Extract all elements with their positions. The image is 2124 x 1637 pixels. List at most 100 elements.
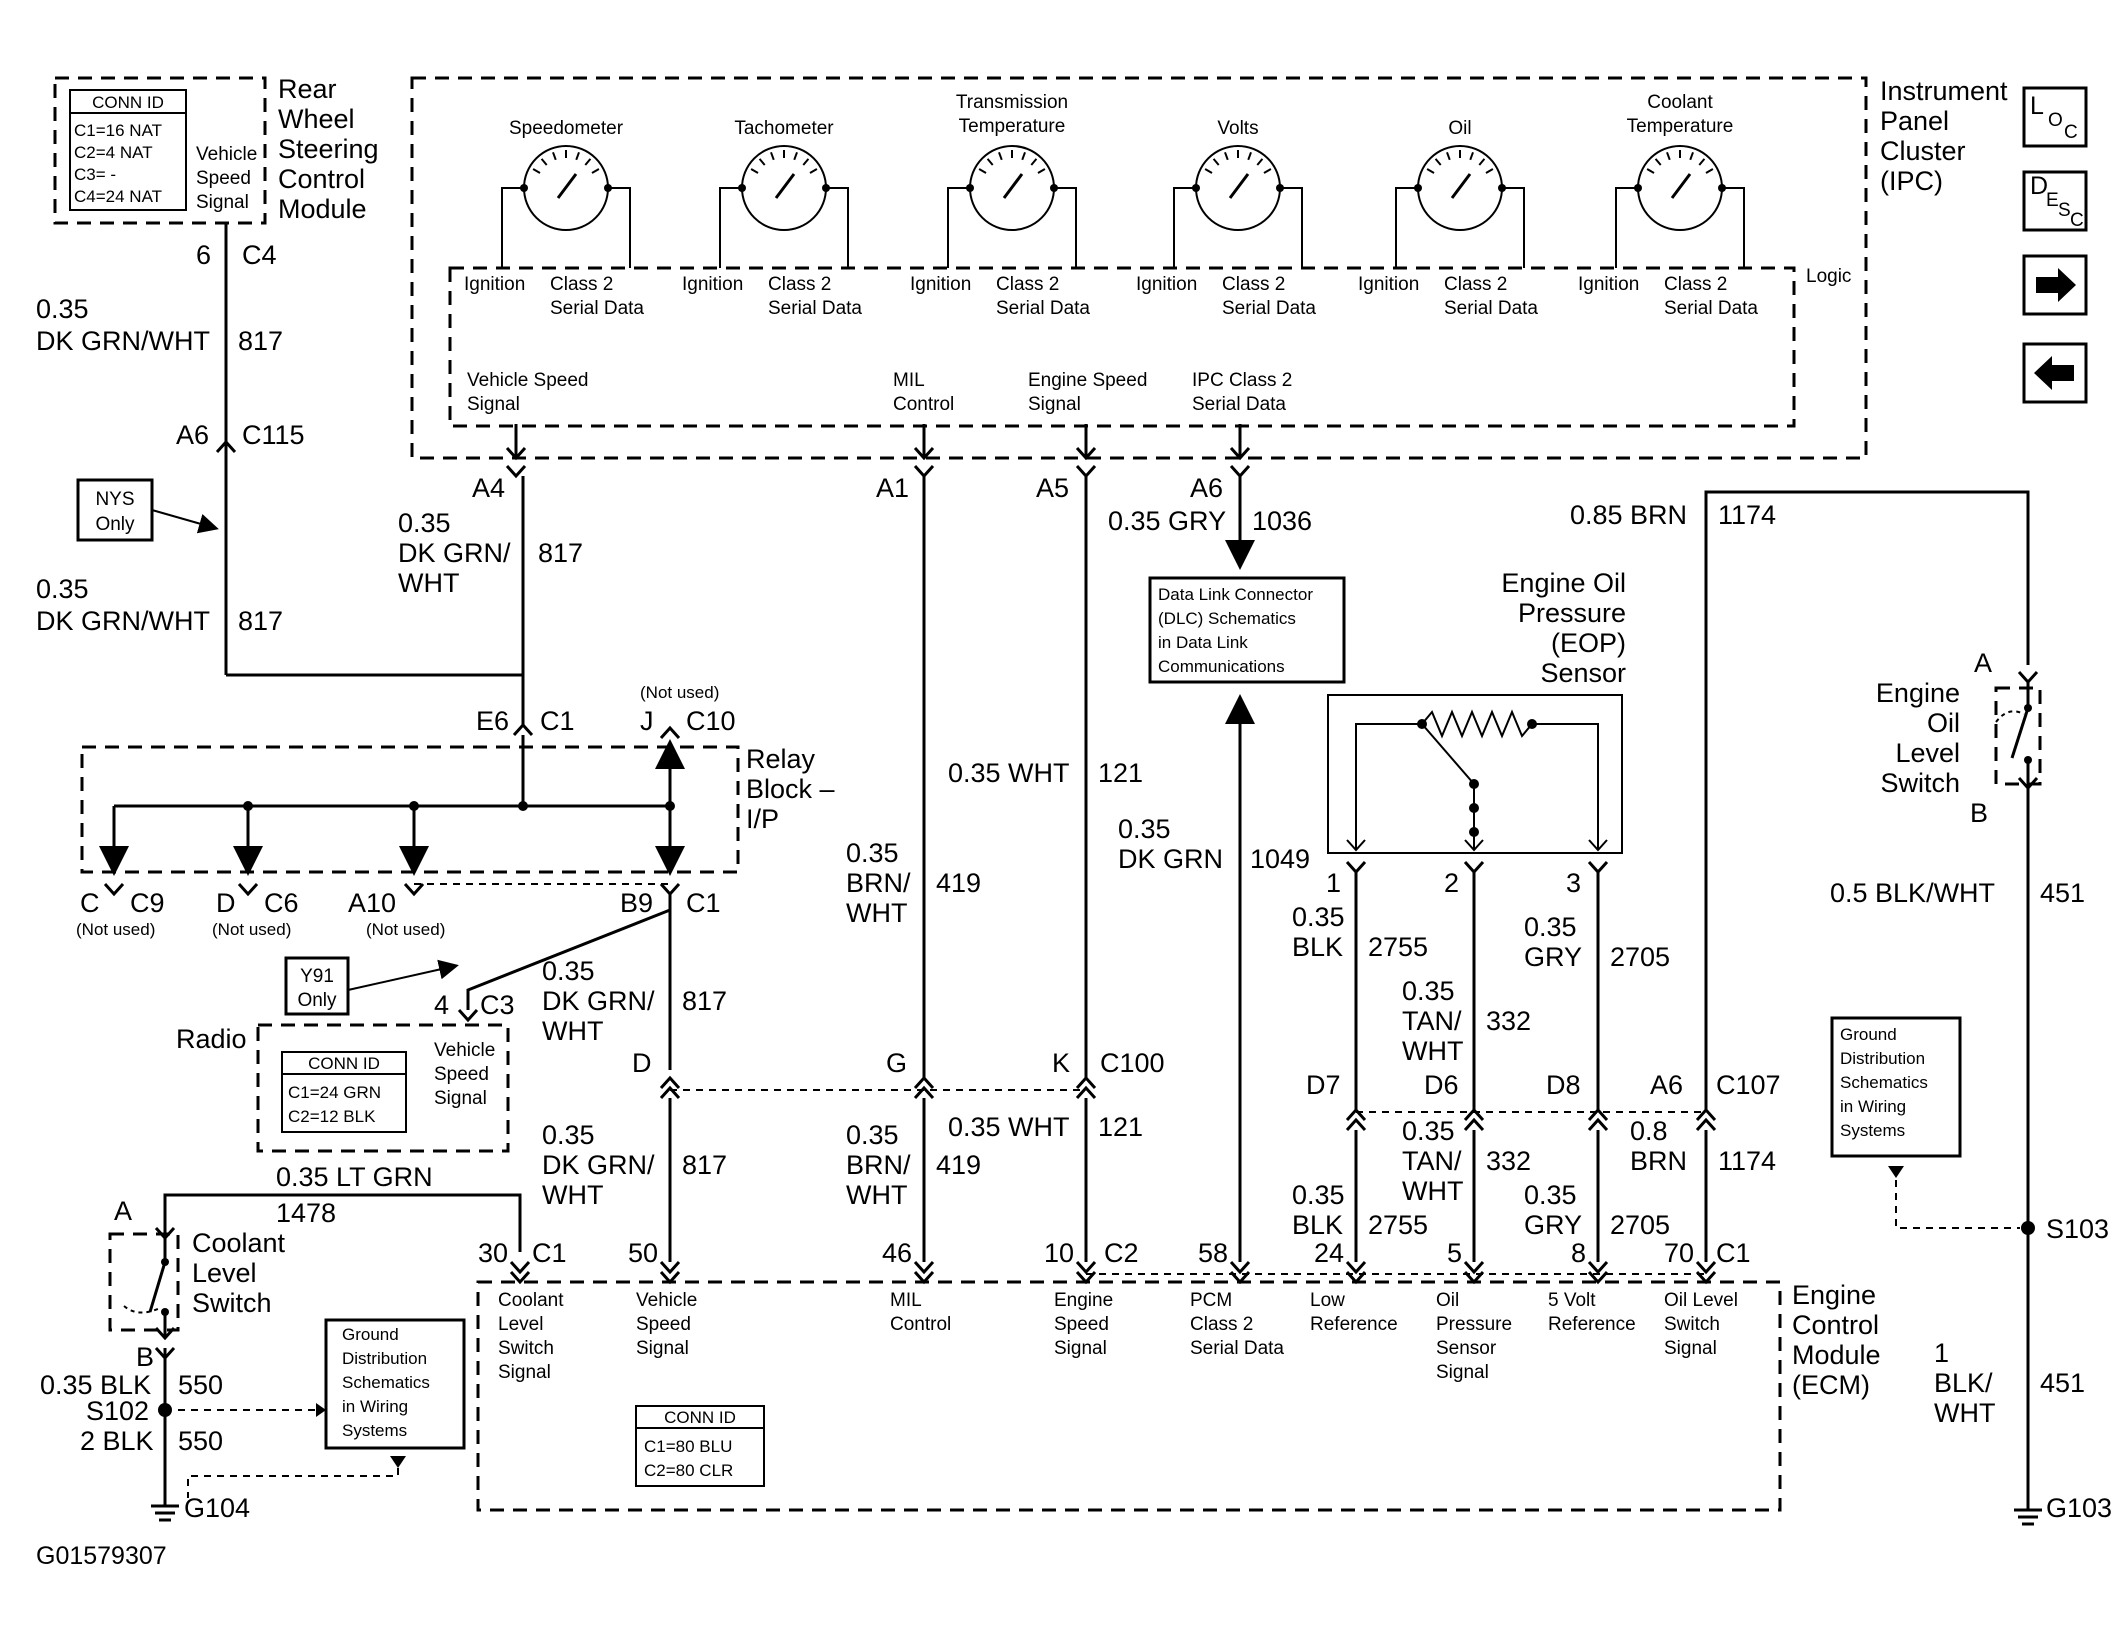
radio-connector: C3 (480, 990, 515, 1020)
prev-button[interactable] (2022, 342, 2088, 404)
eop-name: Pressure (1518, 598, 1626, 628)
gauge-title: Coolant (1647, 92, 1713, 113)
logic-label: Logic (1806, 266, 1851, 287)
ground-dist-note-right: Ground Distribution Schematics in Wiring… (1830, 1016, 2020, 1229)
coolant-name: Switch (192, 1288, 272, 1318)
gauge-tick (1434, 158, 1442, 166)
wire-circuit: 1174 (1718, 500, 1776, 530)
relay-block-name: I/P (746, 804, 779, 834)
ecm-pin-label: PCM (1190, 1290, 1232, 1311)
nys-text: Only (95, 514, 135, 535)
wire-gauge: 0.35 (542, 1120, 595, 1150)
ecm-pin-label: Coolant (498, 1290, 564, 1311)
radio-signal-label: Signal (434, 1088, 487, 1109)
ecm-pin-label: Vehicle (636, 1290, 697, 1311)
ground-dist-note-left: Ground Distribution Schematics in Wiring… (178, 1318, 466, 1498)
class2-label: Serial Data (550, 298, 644, 319)
ecm-pin-label: Reference (1548, 1314, 1636, 1335)
ecm-pin-label: Oil (1436, 1290, 1459, 1311)
eop-wires-top: 0.35 BLK 2755 0.35 TAN/ WHT 332 0.35 GRY… (1292, 872, 1670, 1110)
wire-817-ecm: 0.35 DK GRN/ WHT 817 (542, 1098, 727, 1262)
wire-gauge: 0.35 (36, 294, 89, 324)
gauge-tick (1204, 168, 1213, 174)
eol-name: Oil (1927, 708, 1960, 738)
ignition-label: Ignition (682, 274, 743, 295)
gd-text: Ground (342, 1325, 399, 1344)
gauge-lead (1395, 187, 1418, 268)
gauge-tick (793, 151, 798, 161)
rwsc-signal-label: Signal (196, 192, 249, 213)
wire-gauge: 0.8 (1630, 1116, 1668, 1146)
relay-block: Relay Block – I/P E6 C1 (Not used) J C10… (76, 683, 835, 939)
ecm-pin-label: Signal (498, 1362, 551, 1383)
ecm-pin-label: Control (890, 1314, 951, 1335)
splice-s102: S102 (86, 1396, 149, 1426)
wire-color: BRN/ (846, 1150, 911, 1180)
relay-pin-j: J (640, 706, 654, 736)
gauge-title: Temperature (1627, 116, 1734, 137)
ecm-pin-label: Engine (1054, 1290, 1113, 1311)
wire-gauge-color: 0.5 BLK/WHT (1830, 878, 1995, 908)
c107-connector: C107 (1716, 1070, 1781, 1100)
relay-conn-c1b: C1 (686, 888, 721, 918)
ecm-pin-label: Signal (1436, 1362, 1489, 1383)
rwsc-conn-line: C4=24 NAT (74, 187, 162, 206)
wire-circuit: 817 (538, 538, 583, 568)
wire-1174: 0.85 BRN 1174 0.8 BRN 1174 (1570, 490, 2030, 1262)
loc-button[interactable]: L O C (2022, 86, 2088, 148)
y91-text: Y91 (300, 966, 334, 987)
ecm-pin-label: Signal (1054, 1338, 1107, 1359)
wire-gauge-color: 2 BLK (80, 1426, 154, 1456)
wire-color: BLK (1292, 1210, 1343, 1240)
ecm-conn-c2: C2 (1104, 1238, 1139, 1268)
desc-button[interactable]: D E S C (2022, 170, 2088, 232)
gauge-lead (1502, 187, 1525, 268)
ecm-pin-number: 10 (1044, 1238, 1074, 1268)
gauge-tick (575, 151, 580, 161)
rwsc-signal-label: Vehicle (196, 144, 257, 165)
wire-gauge: 0.35 (398, 508, 451, 538)
gauge-title: Speedometer (509, 118, 624, 139)
gauge-tick (1212, 158, 1220, 166)
relay-conn-c9: C9 (130, 888, 165, 918)
relay-pin-c: C (80, 888, 100, 918)
relay-conn-c10: C10 (686, 706, 736, 736)
gauge-tick (584, 158, 592, 166)
wire-circuit: 2755 (1368, 1210, 1428, 1240)
gauge-tick (802, 158, 810, 166)
wire-color: BRN/ (846, 868, 911, 898)
ecm-pin-label: Pressure (1436, 1314, 1512, 1335)
wire-circuit: 817 (682, 1150, 727, 1180)
desc-letter: C (2070, 210, 2084, 231)
wire-circuit: 332 (1486, 1006, 1531, 1036)
connector-c107: D7 D6 D8 A6 C107 (1306, 1070, 1781, 1132)
desc-letter: D (2030, 172, 2048, 200)
wire-circuit: 121 (1098, 758, 1143, 788)
radio-conn-line: C1=24 GRN (288, 1083, 381, 1102)
ipc-pin-a6: A6 (1190, 473, 1223, 503)
connector-c100: D G K C100 (632, 1048, 1165, 1100)
wire-circuit: 451 (2040, 878, 2085, 908)
figure-id: G01579307 (36, 1542, 167, 1570)
gd-text: Ground (1840, 1025, 1897, 1044)
ipc-signal-label: Engine Speed (1028, 370, 1147, 391)
ecm-pin-terminal (1345, 1260, 1367, 1285)
wire-817-relay-out: 0.35 DK GRN/ WHT 817 (457, 894, 727, 1070)
wire-color: WHT (1402, 1036, 1463, 1066)
ipc-name: Instrument (1880, 76, 2008, 106)
y91-text: Only (297, 990, 337, 1011)
ecm-pin-number: 8 (1571, 1238, 1586, 1268)
ecm-conn-title: CONN ID (664, 1408, 736, 1427)
wire-circuit: 419 (936, 1150, 981, 1180)
wire-gauge: 0.35 (542, 956, 595, 986)
gauge-tick (552, 151, 557, 161)
relay-pin-b9: B9 (620, 888, 653, 918)
ground-g103: G103 (2046, 1493, 2112, 1523)
rwsc-pin: 6 (196, 240, 211, 270)
next-button[interactable] (2022, 254, 2088, 316)
dlc-text: Communications (1158, 657, 1285, 676)
